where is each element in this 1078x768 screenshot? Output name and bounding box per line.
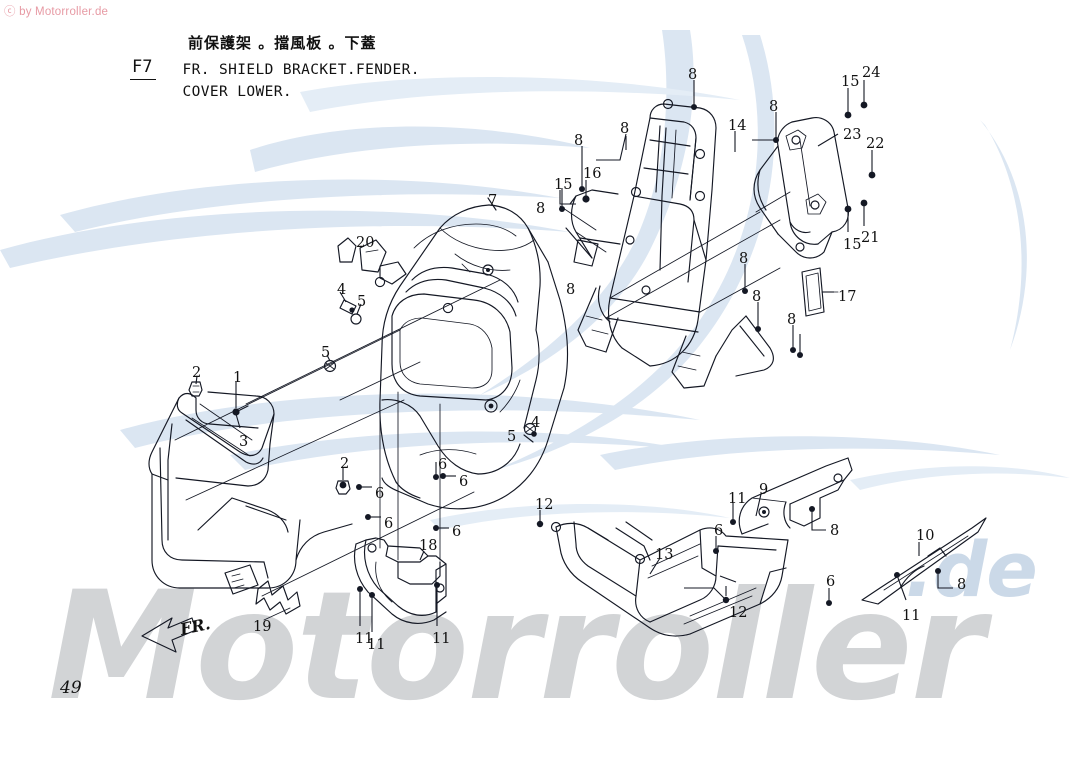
header-title-line2: COVER LOWER. <box>182 84 293 101</box>
diagram-header: 前保護架 。擋風板 。下蓋 F7 FR. SHIELD BRACKET.FEND… <box>130 32 420 104</box>
callout-6: 6 <box>375 486 385 502</box>
callout-14: 14 <box>728 118 747 134</box>
callout-2: 2 <box>340 456 350 472</box>
callout-10: 10 <box>916 528 935 544</box>
callout-23: 23 <box>843 127 862 143</box>
callout-8: 8 <box>830 523 840 539</box>
callout-20: 20 <box>356 235 375 251</box>
callout-6: 6 <box>826 574 836 590</box>
callout-11: 11 <box>902 608 921 624</box>
callout-11: 11 <box>355 631 374 647</box>
header-section-code: F7 <box>130 58 157 80</box>
callout-21: 21 <box>861 230 880 246</box>
header-title-block: FR. SHIELD BRACKET.FENDER. COVER LOWER. <box>182 59 419 104</box>
callout-13: 13 <box>655 547 674 563</box>
callout-17: 17 <box>838 289 857 305</box>
callout-1: 1 <box>233 370 243 386</box>
callout-6: 6 <box>459 474 469 490</box>
callout-4: 4 <box>531 415 541 431</box>
callout-12: 12 <box>535 497 554 513</box>
callout-18: 18 <box>419 538 438 554</box>
callout-15: 15 <box>841 74 860 90</box>
emblem-part-17 <box>801 267 825 317</box>
callout-8: 8 <box>739 251 749 267</box>
direction-arrow-fr <box>141 617 197 653</box>
page-number: 49 <box>60 678 82 698</box>
callout-8: 8 <box>566 282 576 298</box>
callout-5: 5 <box>321 345 331 361</box>
callout-6: 6 <box>438 457 448 473</box>
callout-6: 6 <box>452 524 462 540</box>
callout-5: 5 <box>357 294 367 310</box>
leader-lines-bottom <box>536 493 953 606</box>
callout-4: 4 <box>337 282 347 298</box>
callout-12: 12 <box>729 605 748 621</box>
callout-8: 8 <box>574 133 584 149</box>
callout-8: 8 <box>752 289 762 305</box>
callout-11: 11 <box>432 631 451 647</box>
callout-15: 15 <box>554 177 573 193</box>
callout-11: 11 <box>728 491 747 507</box>
callout-8: 8 <box>787 312 797 328</box>
front-guard-bracket-assembly <box>148 381 353 589</box>
lower-cover-bracket-18 <box>353 537 447 624</box>
callout-24: 24 <box>862 65 881 81</box>
grommet-parts-20 <box>337 237 407 285</box>
floor-panel-assembly <box>550 521 789 637</box>
callout-15: 15 <box>843 237 862 253</box>
lower-strip-part-10 <box>861 517 987 605</box>
callout-8: 8 <box>620 121 630 137</box>
callout-22: 22 <box>866 136 885 152</box>
callout-2: 2 <box>192 365 202 381</box>
side-trim-part-9 <box>738 457 853 535</box>
clip-part-19 <box>224 564 301 615</box>
callout-16: 16 <box>583 166 602 182</box>
leader-lines-shield <box>559 80 876 358</box>
header-title-line1: FR. SHIELD BRACKET.FENDER. <box>182 62 420 78</box>
guide-lines-misc <box>559 191 839 319</box>
callout-6: 6 <box>714 523 724 539</box>
fastener-group-4-5 <box>323 291 537 443</box>
callout-7: 7 <box>488 193 498 209</box>
header-cjk-title: 前保護架 。擋風板 。下蓋 <box>188 34 377 52</box>
callout-9: 9 <box>759 482 769 498</box>
copyright-notice: ⓒ by Motorroller.de <box>4 6 109 18</box>
callout-3: 3 <box>239 434 249 450</box>
callout-8: 8 <box>957 577 967 593</box>
callout-6: 6 <box>384 516 394 532</box>
callout-11: 11 <box>367 637 386 653</box>
callout-8: 8 <box>688 67 698 83</box>
callout-5: 5 <box>507 429 517 445</box>
front-fender-assembly <box>374 197 569 510</box>
callout-8: 8 <box>769 99 779 115</box>
leader-lines-left <box>174 279 501 632</box>
front-shield-assembly <box>565 98 774 389</box>
callout-8: 8 <box>536 201 546 217</box>
shield-panel-assembly <box>753 117 849 259</box>
callout-19: 19 <box>253 619 272 635</box>
